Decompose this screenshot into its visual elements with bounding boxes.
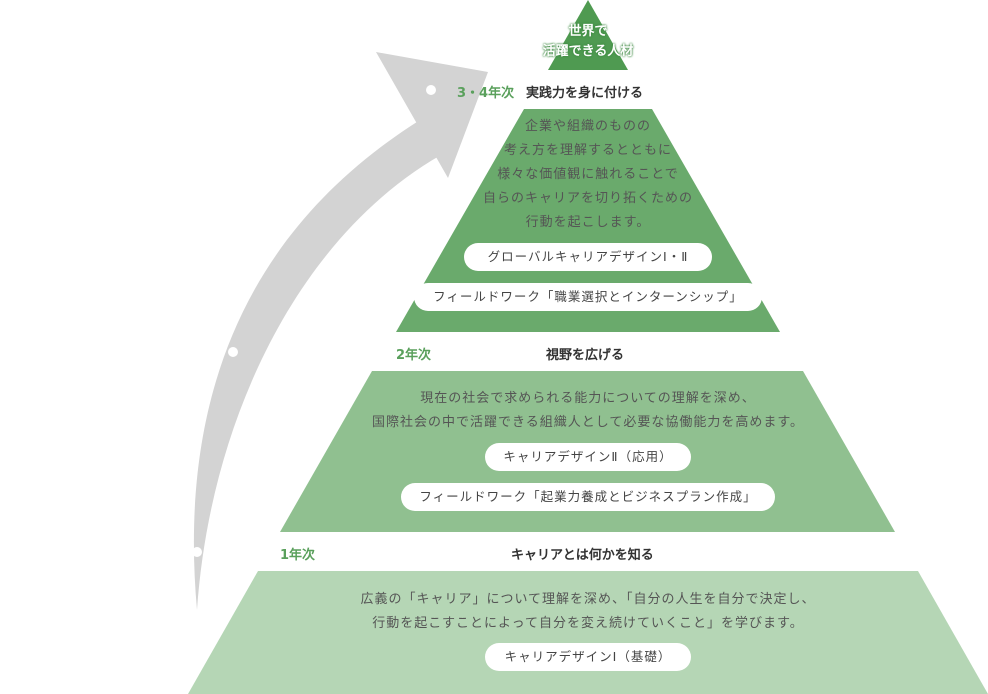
course-pill-career-design-1: キャリアデザインⅠ（基礎） [485, 643, 691, 671]
tier-top-desc-line: 自らのキャリアを切り拓くための [482, 191, 693, 206]
tier-middle-description: 現在の社会で求められる能力についての理解を深め、 国際社会の中で活躍できる組織人… [338, 387, 838, 435]
tier-top-shape [396, 109, 780, 332]
tier-top-desc-line: 企業や組織のものの [524, 119, 651, 134]
course-pill-global-career-design: グローバルキャリアデザインⅠ・Ⅱ [464, 243, 712, 271]
peak-label-line2: 活躍できる人材 [542, 44, 634, 59]
tier-bottom-shape [188, 571, 988, 694]
progress-arrow-head [376, 52, 488, 178]
tier-top-year: 3・4年次 [457, 86, 515, 101]
tier-top-heading: 実践力を身に付ける [526, 86, 644, 101]
course-pill-fieldwork-internship: フィールドワーク「職業選択とインターンシップ」 [414, 283, 762, 311]
peak-label-line1: 世界で [568, 24, 608, 39]
arrow-marker-bottom [192, 547, 202, 557]
arrow-marker-top [426, 85, 436, 95]
course-pill-fieldwork-business-plan: フィールドワーク「起業力養成とビジネスプラン作成」 [401, 483, 775, 511]
tier-bottom-year: 1年次 [280, 548, 316, 563]
tier-bottom-description: 広義の「キャリア」について理解を深め、「自分の人生を自分で決定し、 行動を起こす… [318, 588, 858, 636]
tier-bottom-desc-line: 広義の「キャリア」について理解を深め、「自分の人生を自分で決定し、 [360, 592, 816, 607]
tier-top-description: 企業や組織のものの 考え方を理解するとともに 様々な価値観に触れることで 自らの… [448, 115, 728, 235]
arrow-marker-middle [228, 347, 238, 357]
progress-arrow-body [193, 120, 450, 610]
course-pill-career-design-2: キャリアデザインⅡ（応用） [485, 443, 691, 471]
pyramid-peak [548, 0, 628, 70]
tier-bottom-heading: キャリアとは何かを知る [511, 548, 654, 563]
tier-top-desc-line: 様々な価値観に触れることで [497, 167, 679, 182]
tier-middle-desc-line: 国際社会の中で活躍できる組織人として必要な協働能力を高めます。 [371, 415, 805, 430]
tier-middle-year: 2年次 [396, 348, 432, 363]
tier-top-desc-line: 行動を起こします。 [525, 215, 651, 230]
tier-top-desc-line: 考え方を理解するとともに [503, 143, 672, 158]
tier-bottom-desc-line: 行動を起こすことによって自分を変え続けていくこと」を学びます。 [372, 616, 804, 631]
tier-middle-heading: 視野を広げる [546, 348, 625, 363]
tier-middle-desc-line: 現在の社会で求められる能力についての理解を深め、 [420, 391, 756, 406]
